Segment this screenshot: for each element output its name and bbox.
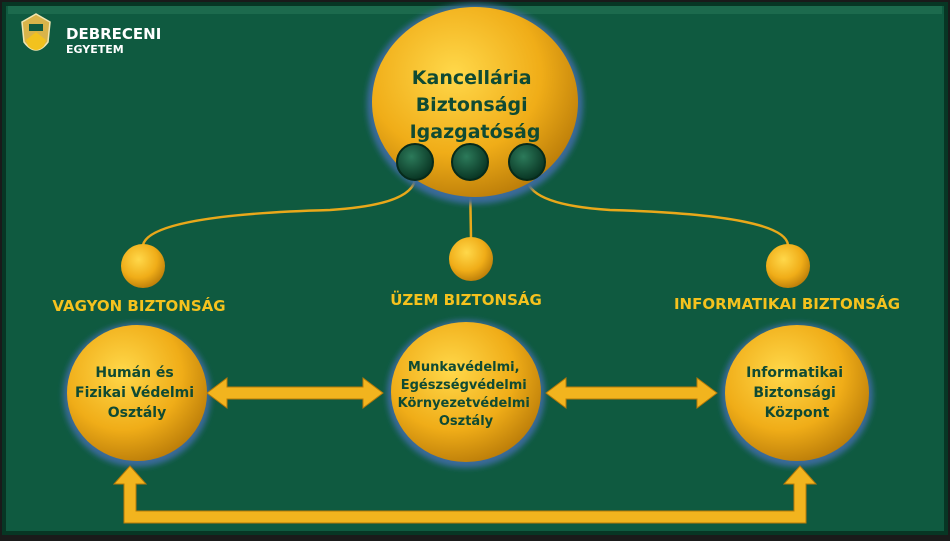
unit-line: Osztály	[439, 414, 494, 429]
unit-line: Informatikai	[746, 365, 843, 381]
unit-line: Humán és	[95, 365, 173, 381]
branch-heading-vagyon: VAGYON BIZTONSÁG	[52, 296, 225, 315]
top-node-line: Kancellária	[412, 67, 532, 89]
knob-icon	[451, 143, 489, 181]
unit-line: Központ	[765, 405, 830, 421]
svg-text:Humán és Fizikai Védelmi: Humán és Fizikai Védelmi Osztály	[75, 365, 199, 421]
double-arrow-icon	[545, 377, 718, 409]
unit-line: Fizikai Védelmi	[75, 385, 194, 401]
bottom-bracket-arrow-icon	[112, 465, 818, 524]
ball-icon	[449, 237, 493, 281]
svg-text:Munkavédelmi, Egészségvé: Munkavédelmi, Egészségvédelmi Környezetv…	[398, 360, 535, 429]
ball-icon	[766, 244, 810, 288]
top-node-line: Biztonsági	[416, 94, 528, 116]
logo-line2: EGYETEM	[66, 43, 124, 56]
logo-line1: DEBRECENI	[66, 25, 161, 43]
top-node-line: Igazgatóság	[410, 121, 541, 143]
crest-icon	[21, 13, 51, 51]
unit-line: Munkavédelmi,	[408, 360, 520, 375]
top-node-kancellaria: Kancellária Biztonsági Igazgatóság	[367, 4, 583, 204]
unit-node-human: Humán és Fizikai Védelmi Osztály	[63, 323, 211, 467]
unit-node-munkavedelmi: Munkavédelmi, Egészségvédelmi Környezetv…	[387, 320, 545, 468]
branch-heading-uzem: ÜZEM BIZTONSÁG	[390, 290, 542, 309]
svg-text:Kancellária Biztonsági: Kancellária Biztonsági Igazgatóság	[410, 67, 541, 143]
unit-line: Osztály	[108, 405, 166, 421]
branch-heading-informatikai: INFORMATIKAI BIZTONSÁG	[674, 294, 900, 313]
double-arrow-icon	[206, 377, 384, 409]
knob-icon	[396, 143, 434, 181]
university-logo: DEBRECENI EGYETEM	[21, 13, 161, 56]
ball-icon	[121, 244, 165, 288]
unit-line: Egészségvédelmi	[401, 378, 527, 393]
unit-node-informatikai: Informatikai Biztonsági Központ	[721, 323, 873, 467]
knob-icon	[508, 143, 546, 181]
unit-line: Biztonsági	[753, 385, 836, 401]
unit-line: Környezetvédelmi	[398, 396, 530, 411]
svg-text:Informatikai Biztonsági: Informatikai Biztonsági Központ	[746, 365, 848, 421]
